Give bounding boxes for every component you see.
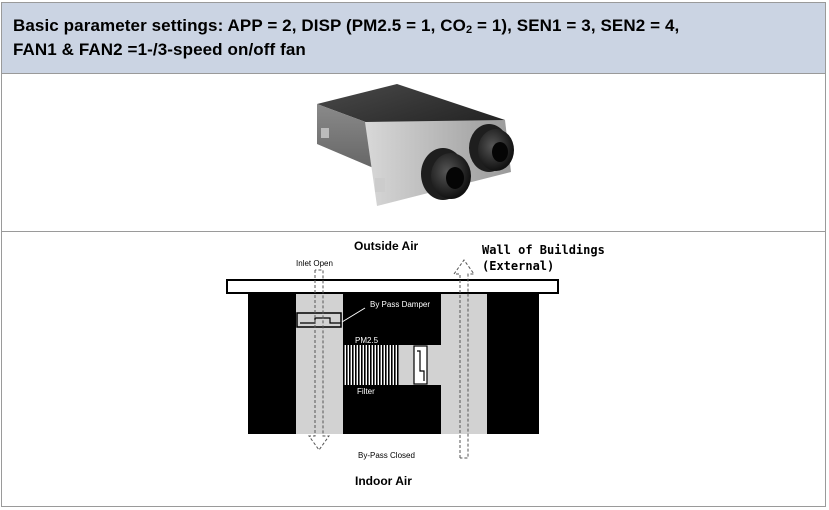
header-line2: FAN1 & FAN2 =1-/3-speed on/off fan — [13, 40, 306, 59]
airflow-diagram — [226, 259, 559, 459]
filter-label: Filter — [357, 387, 375, 396]
bypass-closed-label: By-Pass Closed — [358, 451, 415, 460]
exhaust-flow-arrow — [453, 259, 475, 459]
outlet-channel — [441, 294, 487, 434]
header-line1-subscript: 2 — [465, 24, 473, 36]
closed-damper-blade — [417, 350, 425, 381]
header-title: Basic parameter settings: APP = 2, DISP … — [13, 14, 813, 62]
header-line1-part1: Basic parameter settings: APP = 2, DISP … — [13, 16, 466, 35]
mount-bracket — [375, 178, 385, 192]
bypass-damper — [296, 312, 342, 328]
outside-air-label: Outside Air — [354, 239, 419, 253]
duct-hole-right — [492, 142, 508, 162]
wall-label-line2: (External) — [482, 259, 555, 273]
ventilation-unit-image — [317, 84, 514, 206]
mount-bracket — [321, 128, 329, 138]
header-line1-part2: = 1), SEN1 = 3, SEN2 = 4, — [472, 16, 680, 35]
bypass-pointer-line — [341, 307, 366, 323]
pm25-label: PM2.5 — [355, 336, 379, 345]
wall-label-line1: Wall of Buildings — [482, 243, 605, 257]
bypass-damper-label: By Pass Damper — [370, 300, 431, 309]
inlet-open-label: Inlet Open — [296, 259, 333, 268]
pm25-filter — [343, 345, 399, 385]
building-wall — [226, 279, 559, 294]
indoor-air-label: Indoor Air — [355, 474, 412, 488]
table-header: Basic parameter settings: APP = 2, DISP … — [2, 3, 825, 74]
duct-hole-left — [446, 167, 464, 189]
damper-pointer-arrowhead — [416, 337, 424, 345]
row-divider — [2, 231, 825, 232]
inlet-flow-arrow — [308, 269, 330, 451]
